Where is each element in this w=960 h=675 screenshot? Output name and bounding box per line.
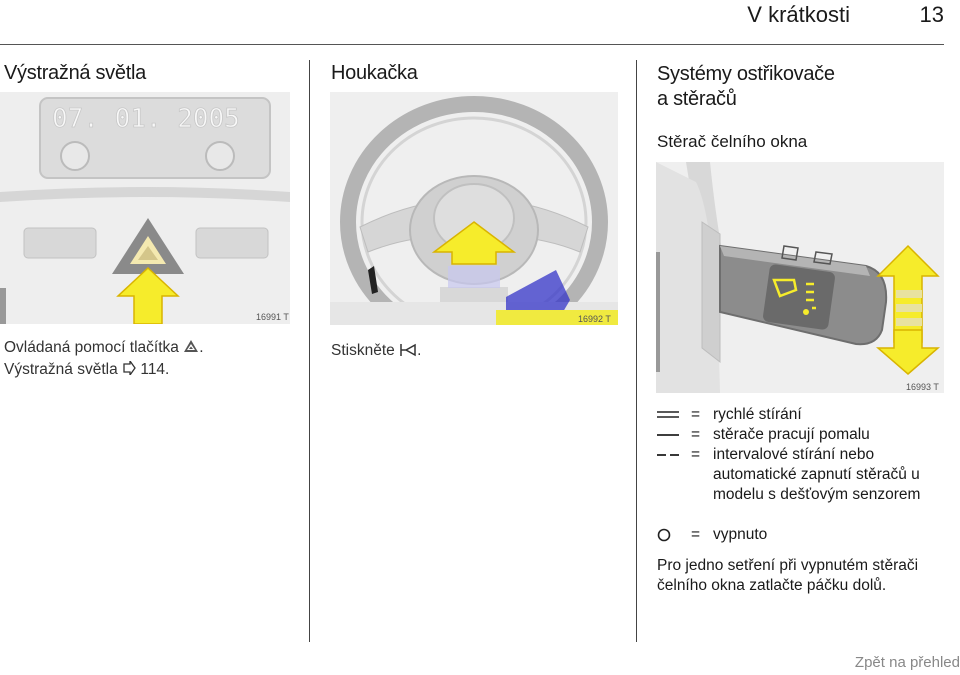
legend-text: vypnuto <box>713 526 768 543</box>
equals-sign: = <box>691 526 701 543</box>
figure-id: 16993 T <box>906 382 939 392</box>
header-divider <box>0 44 944 45</box>
back-to-overview-link[interactable]: Zpět na přehled <box>854 654 960 671</box>
legend-text: stěrače pracují pomalu <box>713 426 870 443</box>
slow-wipe-symbol <box>657 434 679 436</box>
section-title: V krátkosti <box>747 2 850 27</box>
press-arrow-icon <box>431 221 517 265</box>
wiper-lever-figure: 16993 T <box>656 162 944 393</box>
hazard-switch-illustration: 07. 01. 2005 16991 T <box>0 92 290 324</box>
horn-figure: 16992 T <box>330 92 618 325</box>
wiper-lever-illustration: 16993 T <box>656 162 944 393</box>
cross-reference-label: Výstražná světla <box>4 361 118 378</box>
instruction-text: Stiskněte <box>331 342 395 359</box>
clock-display: 07. 01. 2005 <box>52 104 240 134</box>
press-arrow-icon <box>116 266 180 324</box>
horn-heading: Houkačka <box>331 62 418 84</box>
page-ref-arrow-icon <box>123 358 136 378</box>
description-text: Ovládaná pomocí tlačítka <box>4 339 179 356</box>
hazard-lights-heading: Výstražná světla <box>4 62 146 84</box>
punctuation: . <box>199 339 204 356</box>
horn-icon <box>400 343 416 357</box>
page-reference-link[interactable]: 114. <box>140 361 170 378</box>
figure-id: 16992 T <box>578 314 611 324</box>
hazard-triangle-icon <box>184 340 199 352</box>
legend-text: rychlé stírání <box>713 406 802 423</box>
steering-wheel-illustration: 16992 T <box>330 92 618 325</box>
down-arrow-icon <box>875 329 941 375</box>
hazard-switch-figure: 07. 01. 2005 16991 T <box>0 92 290 324</box>
figure-id: 16991 T <box>256 312 289 322</box>
hazard-description: Ovládaná pomocí tlačítka . Výstražná svě… <box>4 337 304 381</box>
equals-sign: = <box>691 426 701 443</box>
equals-sign: = <box>691 406 701 423</box>
column-divider <box>309 60 310 642</box>
interval-wipe-symbol <box>657 454 679 456</box>
fast-wipe-symbol <box>657 411 679 418</box>
equals-sign: = <box>691 446 701 463</box>
single-wipe-note: Pro jedno setření při vypnutém stěrači č… <box>657 557 919 594</box>
off-circle-symbol <box>657 528 671 542</box>
punctuation: . <box>417 342 422 359</box>
horn-instruction: Stiskněte . <box>331 340 611 362</box>
wiper-legend: = rychlé stírání = stěrače pracují pomal… <box>657 405 957 545</box>
windscreen-wiper-subheading: Stěrač čelního okna <box>657 132 808 151</box>
heading-line: a stěračů <box>657 88 737 110</box>
page-number: 13 <box>919 2 944 27</box>
legend-text: intervalové stírání nebo automatické zap… <box>713 446 921 503</box>
column-divider <box>636 60 637 642</box>
heading-line: Systémy ostřikovače <box>657 63 835 85</box>
wipers-heading: Systémy ostřikovače a stěračů <box>657 62 835 112</box>
